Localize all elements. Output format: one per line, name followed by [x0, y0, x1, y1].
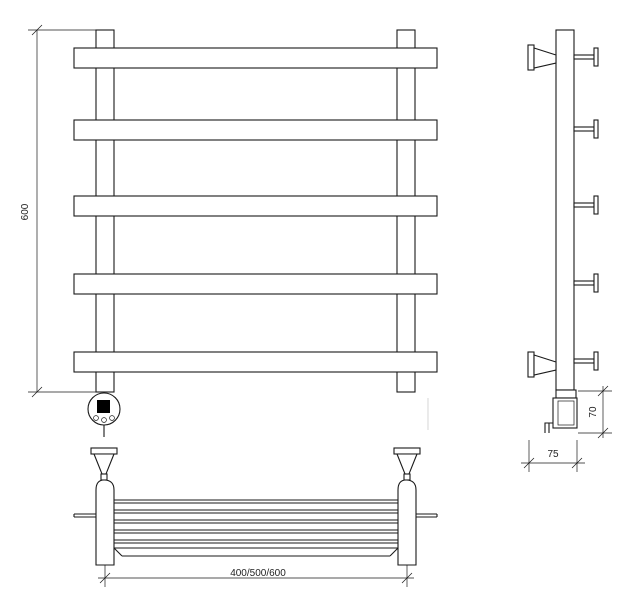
width-label: 400/500/600: [230, 568, 286, 579]
rail-bar-2: [73, 119, 438, 141]
front-view: 600: [20, 24, 438, 437]
rail-bar-5: [73, 351, 438, 373]
top-right-post: [397, 479, 417, 566]
depth-dimension: 75: [521, 440, 585, 472]
top-left-post: [95, 479, 115, 566]
side-controller-housing: [544, 389, 578, 433]
height-label: 600: [20, 203, 31, 220]
top-rails: [113, 499, 399, 557]
bottom-wall-bracket: [527, 351, 557, 378]
rail-bar-3: [73, 195, 438, 217]
rail-bar-4: [73, 273, 438, 295]
top-wall-bracket: [527, 44, 557, 71]
top-right-mount: [393, 447, 421, 481]
offset-label: 70: [588, 406, 599, 418]
offset-dimension: 70: [578, 385, 612, 439]
rail-bar-1: [73, 47, 438, 69]
depth-label: 75: [547, 449, 559, 460]
width-dimension: 400/500/600: [98, 565, 414, 587]
controller-unit: [87, 392, 121, 437]
height-dimension: 600: [20, 24, 96, 398]
side-bar-ends: [573, 47, 599, 371]
controller-button: [97, 400, 110, 413]
side-view: 70 75: [521, 29, 612, 472]
side-post: [555, 29, 575, 391]
top-view: 400/500/600: [73, 447, 438, 587]
top-left-mount: [90, 447, 118, 481]
